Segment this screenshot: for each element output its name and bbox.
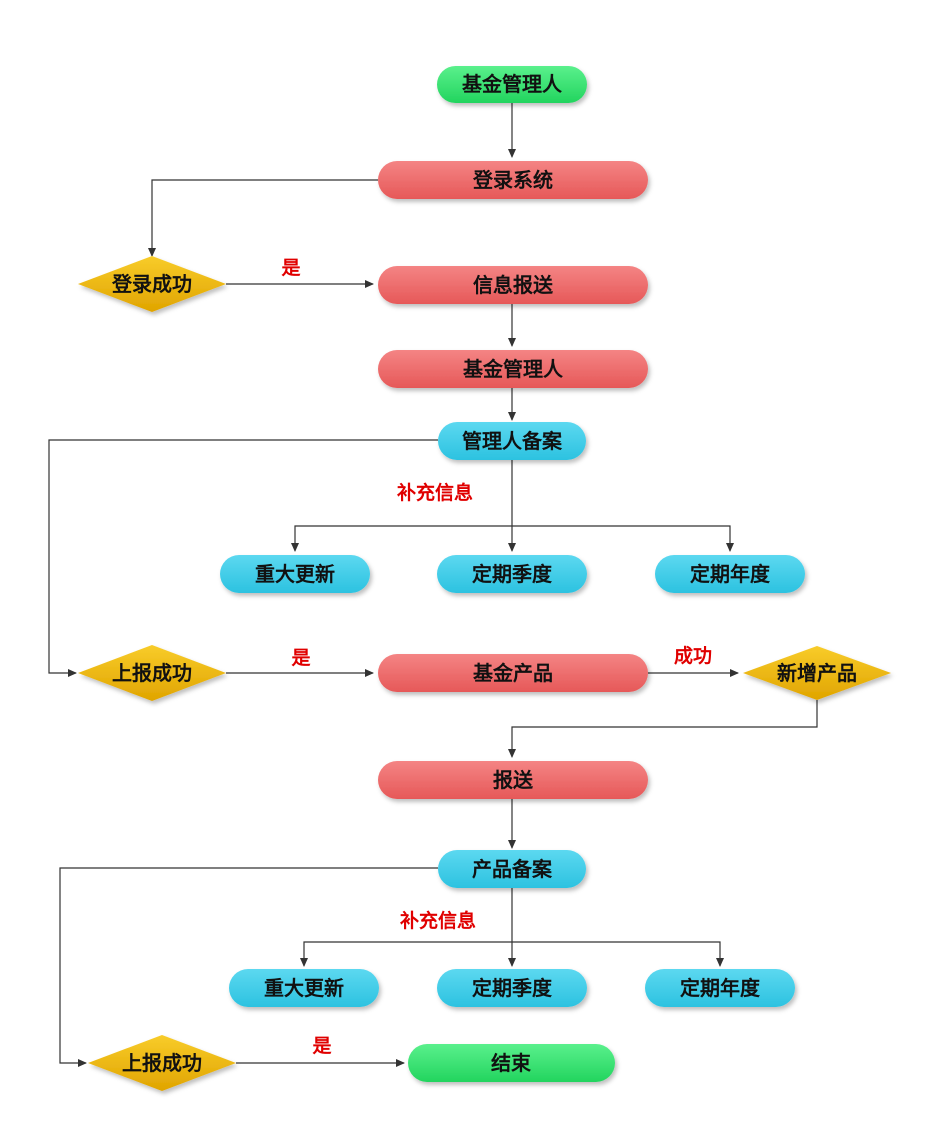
- nodes: 基金管理人 登录系统 登录成功 信息报送 基金管理人 管理人备案: [78, 66, 891, 1091]
- label-yes-3: 是: [312, 1035, 331, 1057]
- node-new-product-decision: 新增产品: [743, 646, 891, 700]
- node-manager-record-label: 管理人备案: [462, 429, 563, 453]
- edge-login-to-login-success: [148, 179, 378, 257]
- node-p-report-success-decision: 上报成功: [88, 1035, 236, 1091]
- node-login-success-label: 登录成功: [111, 272, 192, 296]
- edge-branch-annual-2: [512, 941, 724, 967]
- node-product-record-label: 产品备案: [472, 857, 553, 881]
- edge-labels: 是 补充信息 是 成功 补充信息 是: [281, 257, 712, 1057]
- node-m-periodic-quarter-label: 定期季度: [472, 562, 553, 586]
- node-p-periodic-quarter: 定期季度: [437, 969, 587, 1007]
- node-submit-label: 报送: [493, 768, 534, 792]
- node-p-major-update: 重大更新: [229, 969, 379, 1007]
- edge-branch-major-update-2: [300, 941, 512, 967]
- node-m-periodic-annual: 定期年度: [655, 555, 805, 593]
- edge-new-product-to-submit: [508, 700, 818, 758]
- node-m-report-success-decision: 上报成功: [78, 645, 226, 701]
- node-p-periodic-annual-label: 定期年度: [680, 976, 761, 1000]
- node-m-major-update: 重大更新: [220, 555, 370, 593]
- node-m-periodic-quarter: 定期季度: [437, 555, 587, 593]
- node-m-periodic-annual-label: 定期年度: [690, 562, 771, 586]
- edge-product-record-to-report-success: [59, 867, 438, 1067]
- edge-branch-major-update-1: [291, 525, 512, 552]
- node-product-record: 产品备案: [438, 850, 586, 888]
- node-p-major-update-label: 重大更新: [264, 976, 344, 1000]
- node-login-system-label: 登录系统: [472, 168, 553, 192]
- label-yes-2: 是: [291, 647, 310, 669]
- node-login-system: 登录系统: [378, 161, 648, 199]
- node-fund-manager: 基金管理人: [378, 350, 648, 388]
- edge-manager-record-to-report-success: [48, 439, 438, 677]
- connectors: [48, 103, 818, 1067]
- label-supplement-info-1: 补充信息: [397, 481, 473, 504]
- label-success: 成功: [674, 644, 712, 667]
- node-fund-product-label: 基金产品: [473, 661, 553, 685]
- node-new-product-label: 新增产品: [777, 661, 857, 685]
- node-login-success-decision: 登录成功: [78, 256, 226, 312]
- node-info-submit: 信息报送: [378, 266, 648, 304]
- node-manager-record: 管理人备案: [438, 422, 586, 460]
- node-fund-manager-label: 基金管理人: [463, 357, 564, 381]
- node-p-periodic-quarter-label: 定期季度: [472, 976, 553, 1000]
- node-start-label: 基金管理人: [462, 72, 563, 96]
- node-info-submit-label: 信息报送: [473, 273, 554, 297]
- edge-branch-annual-1: [512, 525, 734, 552]
- node-end: 结束: [408, 1044, 615, 1082]
- node-p-periodic-annual: 定期年度: [645, 969, 795, 1007]
- node-p-report-success-label: 上报成功: [122, 1051, 202, 1075]
- node-start-fund-manager: 基金管理人: [437, 66, 587, 103]
- node-fund-product: 基金产品: [378, 654, 648, 692]
- node-submit: 报送: [378, 761, 648, 799]
- node-m-report-success-label: 上报成功: [112, 661, 192, 685]
- node-m-major-update-label: 重大更新: [255, 562, 335, 586]
- node-end-label: 结束: [491, 1051, 532, 1075]
- label-yes-1: 是: [281, 257, 300, 279]
- label-supplement-info-2: 补充信息: [400, 909, 476, 932]
